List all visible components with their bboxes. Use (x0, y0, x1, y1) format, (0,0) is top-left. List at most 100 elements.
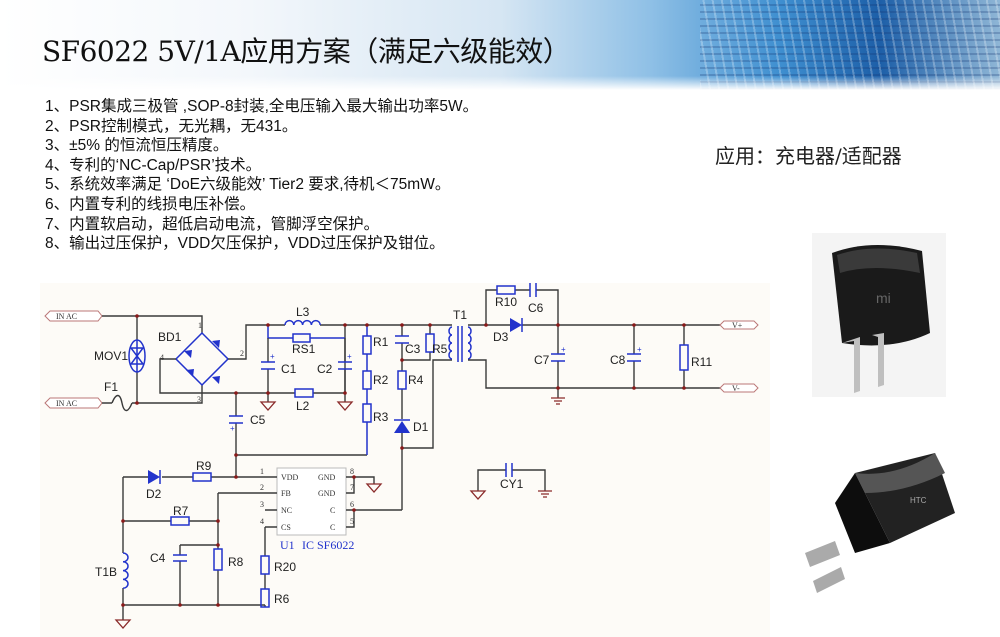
svg-text:R5: R5 (432, 342, 448, 356)
svg-text:R6: R6 (274, 592, 290, 606)
ground-icon (365, 483, 383, 493)
svg-text:FB: FB (281, 489, 291, 498)
svg-text:4: 4 (160, 353, 164, 362)
c4-capacitor: C4 (150, 551, 187, 565)
circuit-schematic: IN AC IN AC MOV1 F1 BD1 1 2 3 4 (40, 283, 770, 637)
ground-icon (259, 401, 354, 411)
c1-capacitor: + C1 (261, 352, 297, 376)
svg-text:BD1: BD1 (158, 330, 182, 344)
svg-text:T1B: T1B (95, 565, 117, 579)
ground-icon (469, 490, 552, 500)
feature-item: 7、内置软启动，超低启动电流，管脚浮空保护。 (45, 215, 380, 233)
svg-text:R11: R11 (691, 355, 712, 369)
svg-text:+: + (347, 352, 352, 361)
svg-text:C1: C1 (281, 362, 297, 376)
r2-resistor: R2 (362, 370, 389, 390)
t1b-winding: T1B (95, 552, 129, 589)
svg-text:1: 1 (198, 321, 202, 330)
svg-text:2: 2 (260, 483, 264, 492)
svg-text:C4: C4 (150, 551, 166, 565)
svg-text:NC: NC (281, 506, 292, 515)
bd1-bridge-rectifier: BD1 1 2 3 4 (158, 321, 244, 404)
svg-text:CS: CS (281, 523, 291, 532)
l3-inductor: L3 (284, 305, 321, 326)
svg-text:R4: R4 (408, 373, 424, 387)
svg-text:GND: GND (318, 473, 336, 482)
header-banner (0, 0, 1000, 90)
page-title: SF6022 5V/1A应用方案（满足六级能效） (42, 35, 571, 68)
svg-text:D1: D1 (413, 420, 429, 434)
c5-capacitor: + C5 (229, 413, 266, 433)
svg-text:R3: R3 (373, 410, 389, 424)
c2-capacitor: + C2 (317, 352, 352, 376)
svg-text:C: C (330, 523, 335, 532)
charger2-logo: HTC (910, 496, 927, 505)
svg-text:C7: C7 (534, 353, 550, 367)
svg-text:R20: R20 (274, 560, 296, 574)
svg-text:C: C (330, 506, 335, 515)
svg-text:1: 1 (260, 467, 264, 476)
svg-text:GND: GND (318, 489, 336, 498)
svg-text:R10: R10 (495, 295, 517, 309)
svg-text:V-: V- (732, 384, 740, 393)
r5-resistor: R5 (425, 333, 448, 356)
d2-diode: D2 (146, 470, 162, 501)
r11-resistor: R11 (679, 344, 712, 371)
feature-item: 2、PSR控制模式，无光耦，无431。 (45, 117, 298, 135)
svg-text:+: + (270, 352, 275, 361)
feature-item: 5、系统效率满足 ‘DoE六级能效’ Tier2 要求,待机＜75mW。 (45, 176, 451, 194)
svg-text:+: + (230, 424, 235, 433)
htc-charger-photo: HTC (795, 443, 959, 611)
svg-text:IC SF6022: IC SF6022 (302, 538, 354, 552)
svg-text:D3: D3 (493, 330, 509, 344)
svg-text:F1: F1 (104, 380, 118, 394)
t1-transformer: T1 (448, 308, 472, 362)
rs1-resistor: RS1 (292, 333, 316, 356)
mov1-varistor: MOV1 (94, 339, 146, 373)
svg-text:+: + (561, 345, 566, 354)
svg-text:C8: C8 (610, 353, 626, 367)
application-label: 应用：充电器/适配器 (715, 144, 902, 168)
c3-capacitor: C3 (395, 335, 421, 356)
svg-text:C3: C3 (405, 342, 421, 356)
r9-resistor: R9 (192, 459, 212, 482)
svg-text:8: 8 (350, 467, 354, 476)
r7-resistor: R7 (170, 504, 190, 526)
svg-text:R9: R9 (196, 459, 212, 473)
svg-text:R2: R2 (373, 373, 389, 387)
svg-text:VDD: VDD (281, 473, 299, 482)
svg-text:R8: R8 (228, 555, 244, 569)
r3-resistor: R3 (362, 403, 389, 424)
r6-resistor: R6 (260, 588, 290, 608)
svg-text:5: 5 (350, 517, 354, 526)
c7-capacitor: + C7 (534, 345, 566, 367)
svg-text:7: 7 (350, 483, 354, 492)
xiaomi-charger-photo: mi (812, 233, 946, 397)
feature-item: 3、±5% 的恒流恒压精度。 (45, 137, 229, 155)
l2-resistor: L2 (294, 388, 314, 413)
ground-icon (114, 619, 132, 629)
port-vplus: V+ (719, 320, 759, 330)
svg-text:L3: L3 (296, 305, 310, 319)
svg-text:RS1: RS1 (292, 342, 316, 356)
svg-text:R7: R7 (173, 504, 189, 518)
svg-text:C5: C5 (250, 413, 266, 427)
cy1-capacitor: CY1 (500, 463, 524, 491)
port-vminus: V- (719, 383, 759, 393)
r1-resistor: R1 (362, 335, 389, 355)
svg-text:4: 4 (260, 517, 264, 526)
svg-text:R1: R1 (373, 335, 389, 349)
svg-text:2: 2 (240, 349, 244, 358)
svg-text:V+: V+ (732, 321, 743, 330)
svg-text:3: 3 (197, 395, 201, 404)
port-in-ac-2: IN AC (44, 397, 103, 409)
d1-diode: D1 (394, 419, 429, 434)
svg-text:IN AC: IN AC (56, 312, 77, 321)
d3-diode: D3 (493, 318, 523, 344)
feature-item: 1、PSR集成三极管 ,SOP-8封装,全电压输入最大输出功率5W。 (45, 98, 479, 115)
svg-text:6: 6 (350, 500, 354, 509)
r20-resistor: R20 (260, 555, 296, 575)
port-in-ac-1: IN AC (44, 310, 103, 322)
c8-capacitor: +C8 (610, 345, 642, 367)
